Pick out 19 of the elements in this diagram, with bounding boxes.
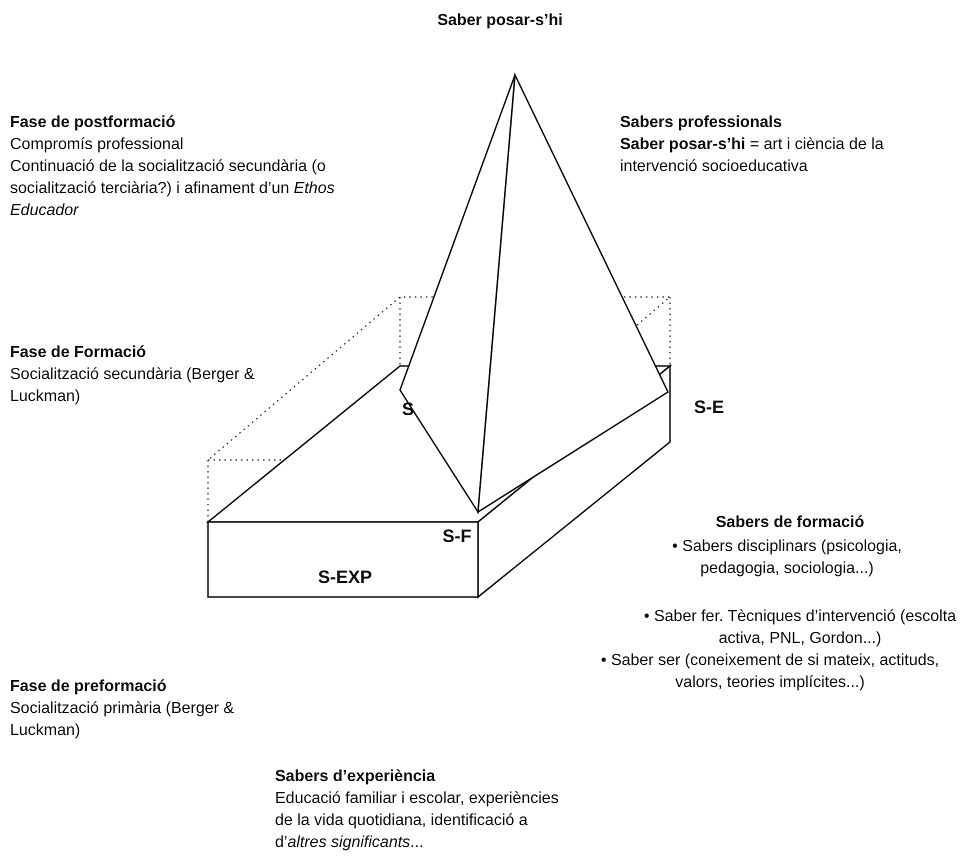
phase-description: Socialització secundària (Berger & Luckman) [10,365,256,407]
phase-heading: Fase de Formació [10,343,148,363]
phase-description: Socialització primària (Berger & Luckman) [10,699,236,741]
pyramid-apex-label: Saber posar-s’hi [436,11,564,31]
phase-heading: Fase de preformació [10,677,168,697]
vertex-label: S-E [692,396,725,418]
knowledge-description: Educació familiar i escolar, experiències de la vida quotidiana, identificació a d’altres significants... [275,789,560,853]
knowledge-item: • Saber ser (coneixement de si mateix, actituds, valors, teories implícites...) [600,651,940,693]
phase-description: Compromís professional [10,135,184,155]
knowledge-item: • Sabers disciplinars (psicologia, pedagogia, sociologia...) [671,537,903,579]
phase-heading: Fase de postformació [10,113,176,133]
knowledge-heading: Sabers de formació [714,513,866,533]
knowledge-description: Saber posar-s’hi = art i ciència de la intervenció socioeducativa [620,135,885,177]
slab-label: S-EXP [316,566,374,588]
knowledge-heading: Sabers d’experiència [275,767,436,787]
phase-description: Continuació de la socialització secundària (o socialització terciària?) i afinament d’un Ethos Educador [10,157,336,221]
knowledge-heading: Sabers professionals [620,113,783,133]
knowledge-item: • Saber fer. Tècniques d’intervenció (escolta activa, PNL, Gordon...) [642,607,958,649]
vertex-label: S-F [442,525,472,547]
